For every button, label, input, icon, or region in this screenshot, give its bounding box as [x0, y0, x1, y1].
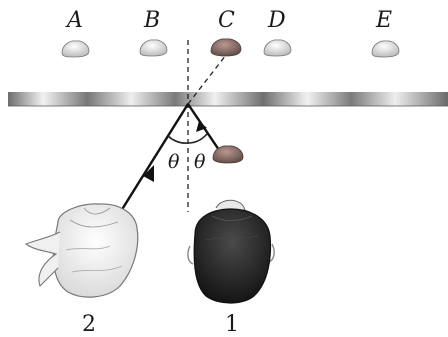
angle-label-right: θ — [194, 151, 206, 173]
head-top-view-light-hair — [26, 204, 138, 297]
observer-label-1: 1 — [225, 312, 239, 337]
angle-label-left: θ — [168, 151, 180, 173]
pebble-icon — [372, 41, 399, 57]
angle-arc-right — [188, 134, 207, 143]
observer-label-2: 2 — [82, 312, 96, 337]
pebble-icon — [140, 40, 167, 56]
object-label-e: E — [375, 8, 392, 33]
mirror-surface — [8, 92, 448, 106]
pebble-icon — [213, 146, 243, 163]
pebble-icon — [264, 40, 291, 56]
head-top-view-dark-hair — [188, 200, 274, 303]
object-label-c: C — [218, 8, 235, 33]
object-label-b: B — [143, 8, 160, 33]
pebble-icon — [211, 39, 241, 56]
object-label-d: D — [267, 8, 286, 33]
angle-arc-left — [168, 136, 188, 143]
pebble-icon — [62, 41, 89, 57]
object-label-a: A — [65, 8, 83, 33]
